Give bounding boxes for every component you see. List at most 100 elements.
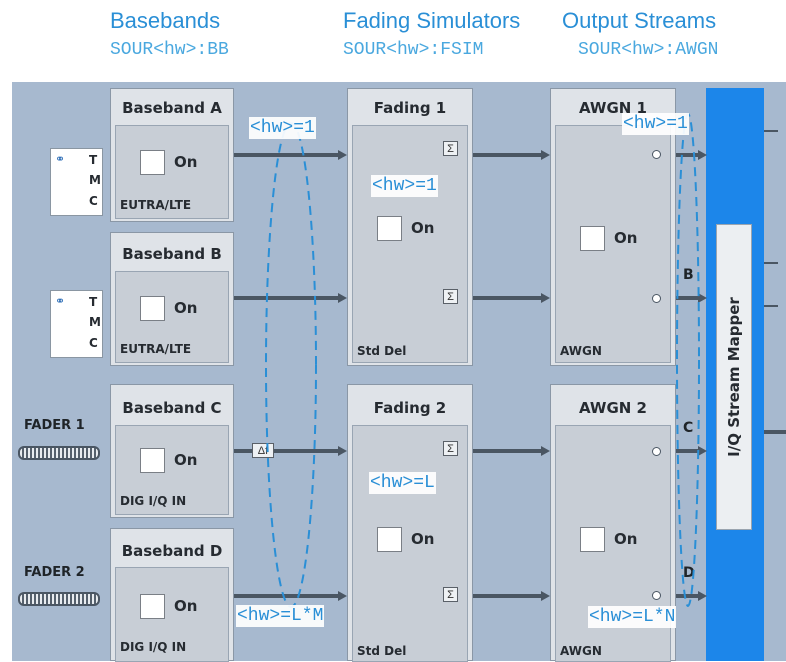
fading-2-on-checkbox[interactable] [377,527,402,552]
header-output-streams: Output Streams [562,8,717,33]
baseband-hw-ellipse [265,122,317,608]
arrow-icon [338,293,347,303]
baseband-d-block[interactable]: Baseband D On DIG I/Q IN [110,528,234,662]
baseband-c-block[interactable]: Baseband C On DIG I/Q IN [110,384,234,518]
awgn-1-title: AWGN 1 [578,99,647,117]
sum-icon: Σ [443,587,458,602]
baseband-a-title: Baseband A [122,99,222,117]
baseband-b-title: Baseband B [122,245,222,263]
awgn-1-label: AWGN [560,344,602,358]
tmc-block-a[interactable]: ⚭ T M C [50,148,103,216]
baseband-b-block[interactable]: Baseband B On EUTRA/LTE [110,232,234,366]
stream-mapper-tick [764,130,778,132]
arrow-icon [338,446,347,456]
baseband-b-on-checkbox[interactable] [140,296,165,321]
line-awgn-to-mapper-b [676,296,698,300]
baseband-b-mode: EUTRA/LTE [120,342,192,356]
awgn-hw-ellipse [676,113,700,607]
baseband-d-mode: DIG I/Q IN [120,640,187,654]
line-awgn-to-mapper-c [676,449,698,453]
arrow-icon [541,150,550,160]
fader-2-connector-icon[interactable] [18,592,100,606]
freq-offset-icon[interactable]: Δf [252,443,274,458]
line-fading-2-to-awgn-2 [473,449,541,453]
link-icon: ⚭ [55,152,66,166]
sum-icon: Σ [443,141,458,156]
line-fading-2-to-awgn-2-b [473,594,541,598]
output-port-circle [652,591,661,600]
tmc-block-b[interactable]: ⚭ T M C [50,290,103,358]
fading-2-body: On Std Del [352,425,468,662]
baseband-c-title: Baseband C [122,399,222,417]
command-fading: SOUR<hw>:FSIM [343,40,484,60]
line-bb-a-to-fading-1 [234,153,338,157]
port-label-d: D [683,565,695,581]
awgn-2-label: AWGN [560,644,602,658]
header-basebands: Basebands [110,8,221,33]
annotation-bb-top: <hw>=1 [249,117,316,139]
fading-1-body: On Std Del [352,125,468,363]
stream-mapper-button[interactable]: I/Q Stream Mapper [716,224,752,530]
line-fading-1-to-awgn-1 [473,153,541,157]
fader-1-label: FADER 1 [24,418,85,433]
arrow-icon [541,591,550,601]
line-bb-b-to-fading-1 [234,296,338,300]
fader-2-label: FADER 2 [24,565,85,580]
baseband-d-on-checkbox[interactable] [140,594,165,619]
baseband-a-block[interactable]: Baseband A On EUTRA/LTE [110,88,234,222]
fading-1-profile: Std Del [357,344,407,358]
command-basebands: SOUR<hw>:BB [110,40,229,60]
awgn-2-title: AWGN 2 [578,399,647,417]
arrow-icon [698,150,707,160]
stream-mapper-tick [764,305,778,307]
baseband-d-title: Baseband D [121,542,223,560]
port-label-b: B [683,267,694,283]
annotation-fsim-top: <hw>=1 [371,175,438,197]
annotation-awgn-bottom: <hw>=L*N [588,606,677,628]
link-icon: ⚭ [55,294,66,308]
baseband-d-body: On DIG I/Q IN [115,567,229,662]
arrow-icon [338,591,347,601]
header-fading-simulators: Fading Simulators [343,8,521,33]
annotation-awgn-top: <hw>=1 [622,113,689,135]
fading-1-title: Fading 1 [373,99,447,117]
output-port-circle [652,294,661,303]
baseband-c-on-checkbox[interactable] [140,448,165,473]
fader-1-connector-icon[interactable] [18,446,100,460]
awgn-1-on-checkbox[interactable] [580,226,605,251]
sum-icon: Σ [443,289,458,304]
line-awgn-to-mapper-a [676,153,698,157]
line-bb-c-to-fading-2 [234,449,338,453]
baseband-c-body: On DIG I/Q IN [115,425,229,515]
fading-1-block[interactable]: Fading 1 On Std Del [347,88,473,366]
fading-2-block[interactable]: Fading 2 On Std Del [347,384,473,662]
fading-2-profile: Std Del [357,644,407,658]
line-bb-d-to-fading-2 [234,594,338,598]
annotation-bb-bottom: <hw>=L*M [236,605,325,627]
baseband-c-mode: DIG I/Q IN [120,494,187,508]
arrow-icon [541,293,550,303]
baseband-a-mode: EUTRA/LTE [120,198,192,212]
annotation-fsim-mid: <hw>=L [369,472,436,494]
arrow-icon [698,591,707,601]
arrow-icon [541,446,550,456]
awgn-2-on-checkbox[interactable] [580,527,605,552]
command-awgn: SOUR<hw>:AWGN [578,40,719,60]
arrow-icon [338,150,347,160]
line-fading-1-to-awgn-1-b [473,296,541,300]
stream-mapper-output-line [764,430,786,434]
port-label-c: C [683,420,694,436]
fading-2-title: Fading 2 [373,399,447,417]
baseband-a-body: On EUTRA/LTE [115,125,229,219]
arrow-icon [698,446,707,456]
line-awgn-to-mapper-d [676,594,698,598]
output-port-circle [652,150,661,159]
awgn-1-body: On AWGN [555,125,671,363]
sum-icon: Σ [443,441,458,456]
baseband-a-on-checkbox[interactable] [140,150,165,175]
stream-mapper-tick [764,262,778,264]
arrow-icon [698,293,707,303]
baseband-b-body: On EUTRA/LTE [115,271,229,363]
fading-1-on-checkbox[interactable] [377,216,402,241]
